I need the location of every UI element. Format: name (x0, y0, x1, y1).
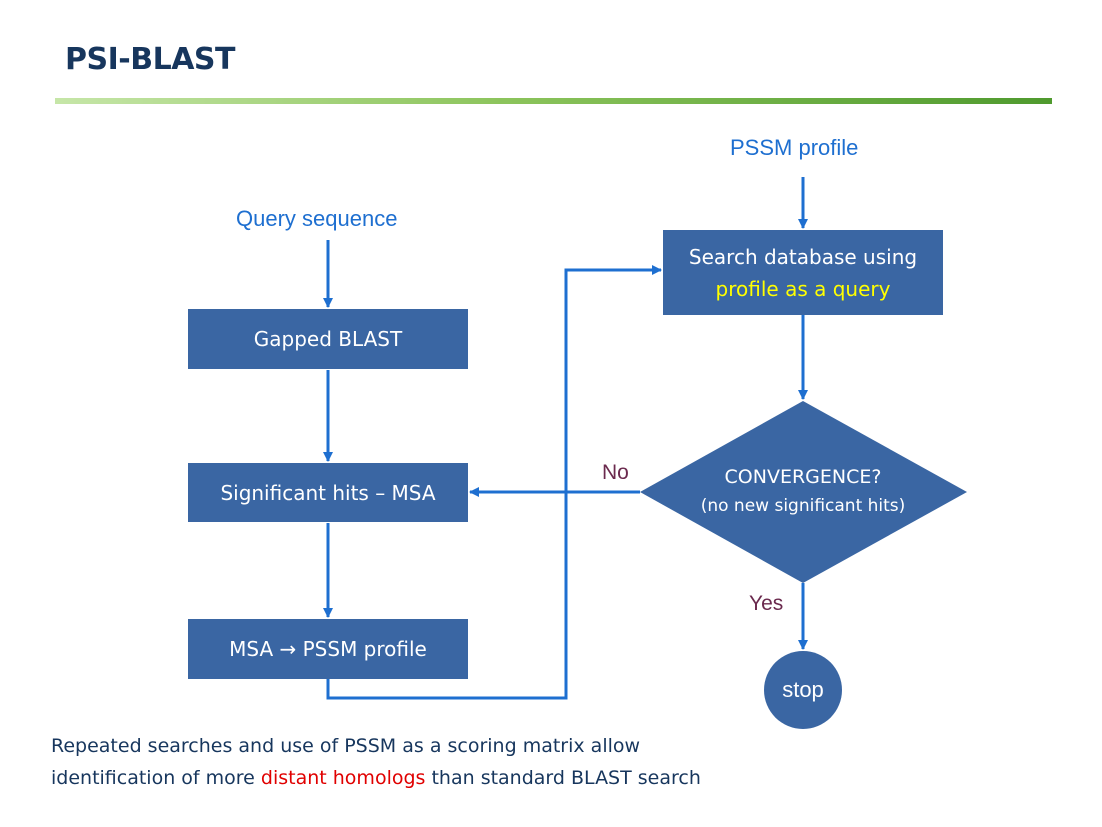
pssm-profile-label: PSSM profile (730, 135, 859, 160)
convergence-text: CONVERGENCE? (no new significant hits) (640, 462, 966, 520)
convergence-question: CONVERGENCE? (724, 466, 882, 488)
gapped-blast-text: Gapped BLAST (253, 327, 403, 351)
footer-line2: identification of more distant homologs … (51, 762, 951, 794)
footer-highlight: distant homologs (260, 767, 426, 789)
gapped-blast-box: Gapped BLAST (188, 309, 468, 369)
footer-note: Repeated searches and use of PSSM as a s… (51, 730, 951, 794)
stop-text: stop (782, 677, 824, 702)
footer-line2-after: than standard BLAST search (425, 767, 701, 789)
msa-pssm-text: MSA → PSSM profile (229, 637, 427, 661)
arrow-msa-to-search (326, 265, 662, 700)
significant-hits-box: Significant hits – MSA (188, 463, 468, 522)
footer-line1: Repeated searches and use of PSSM as a s… (51, 735, 641, 757)
yes-label: Yes (749, 592, 784, 615)
no-label: No (602, 461, 629, 484)
title-underline (55, 98, 1052, 104)
convergence-diamond (640, 401, 967, 583)
convergence-subtext: (no new significant hits) (700, 496, 906, 516)
slide-title: PSI-BLAST (65, 42, 235, 77)
search-database-highlight: profile as a query (715, 276, 891, 301)
msa-pssm-box: MSA → PSSM profile (188, 619, 468, 679)
query-sequence-label: Query sequence (236, 206, 398, 231)
search-database-box: Search database using profile as a query (663, 230, 943, 315)
stop-node: stop (764, 651, 842, 729)
footer-line2-before: identification of more (51, 767, 261, 789)
significant-hits-text: Significant hits – MSA (220, 480, 436, 505)
search-database-line1: Search database using (688, 244, 918, 269)
